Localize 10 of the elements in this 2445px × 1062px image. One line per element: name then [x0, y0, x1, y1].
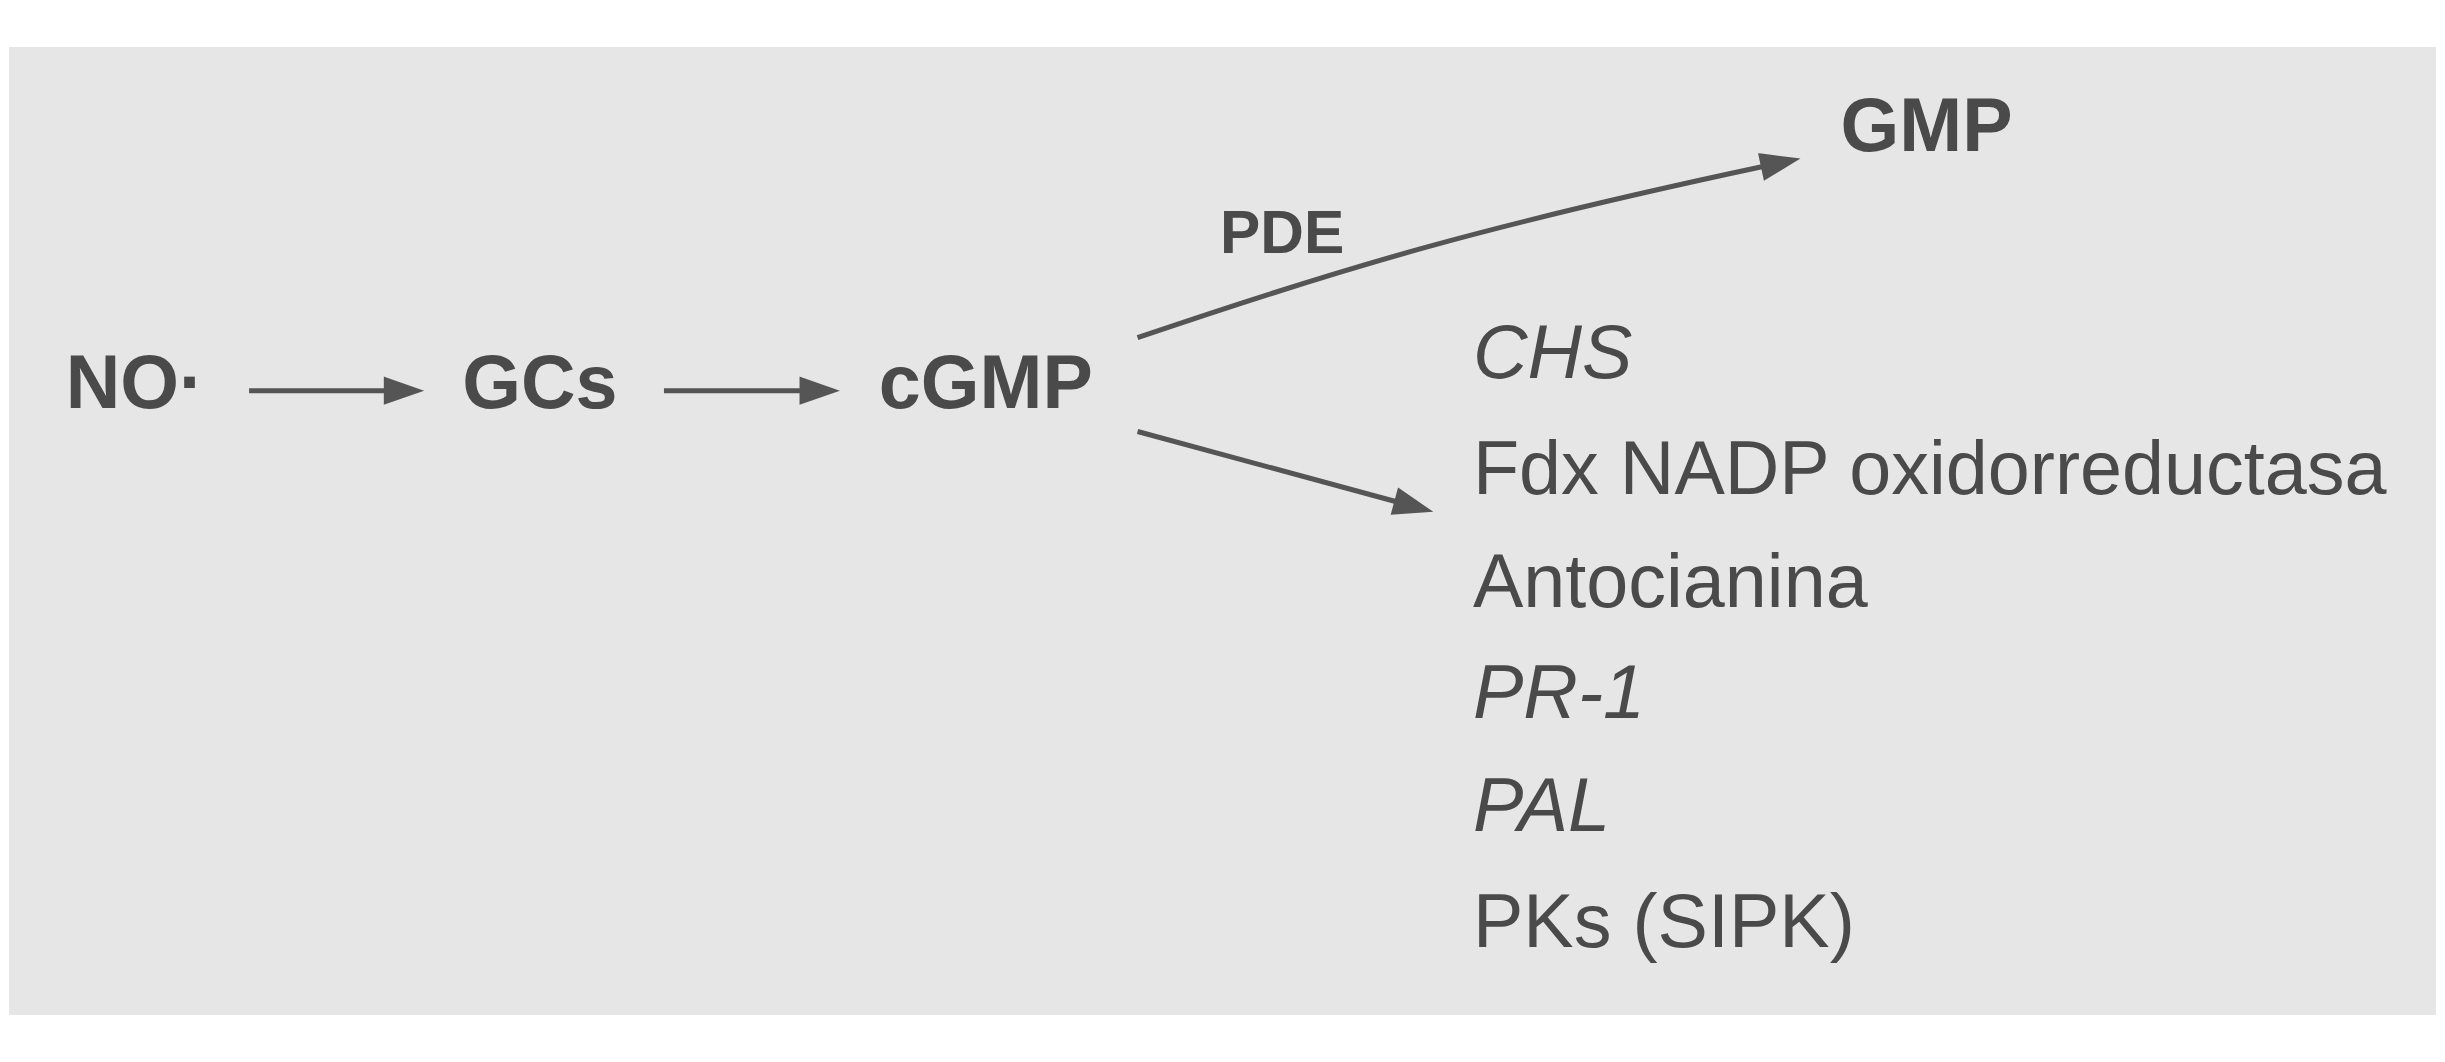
arrow — [663, 376, 840, 405]
node-text: CHS Fdx NADP oxidorreductasa Antocianina PR-1 PAL PKs (SIPK) — [1473, 310, 2387, 964]
node-text: cGMP — [878, 340, 1093, 425]
node-text: GMP — [1840, 83, 2013, 168]
arrow — [1136, 429, 1434, 515]
node-text: GCs — [462, 340, 618, 425]
node-text: NO· — [65, 340, 205, 425]
arrow — [1136, 153, 1801, 341]
arrow — [249, 376, 425, 405]
edge-label: PDE — [1219, 197, 1345, 266]
